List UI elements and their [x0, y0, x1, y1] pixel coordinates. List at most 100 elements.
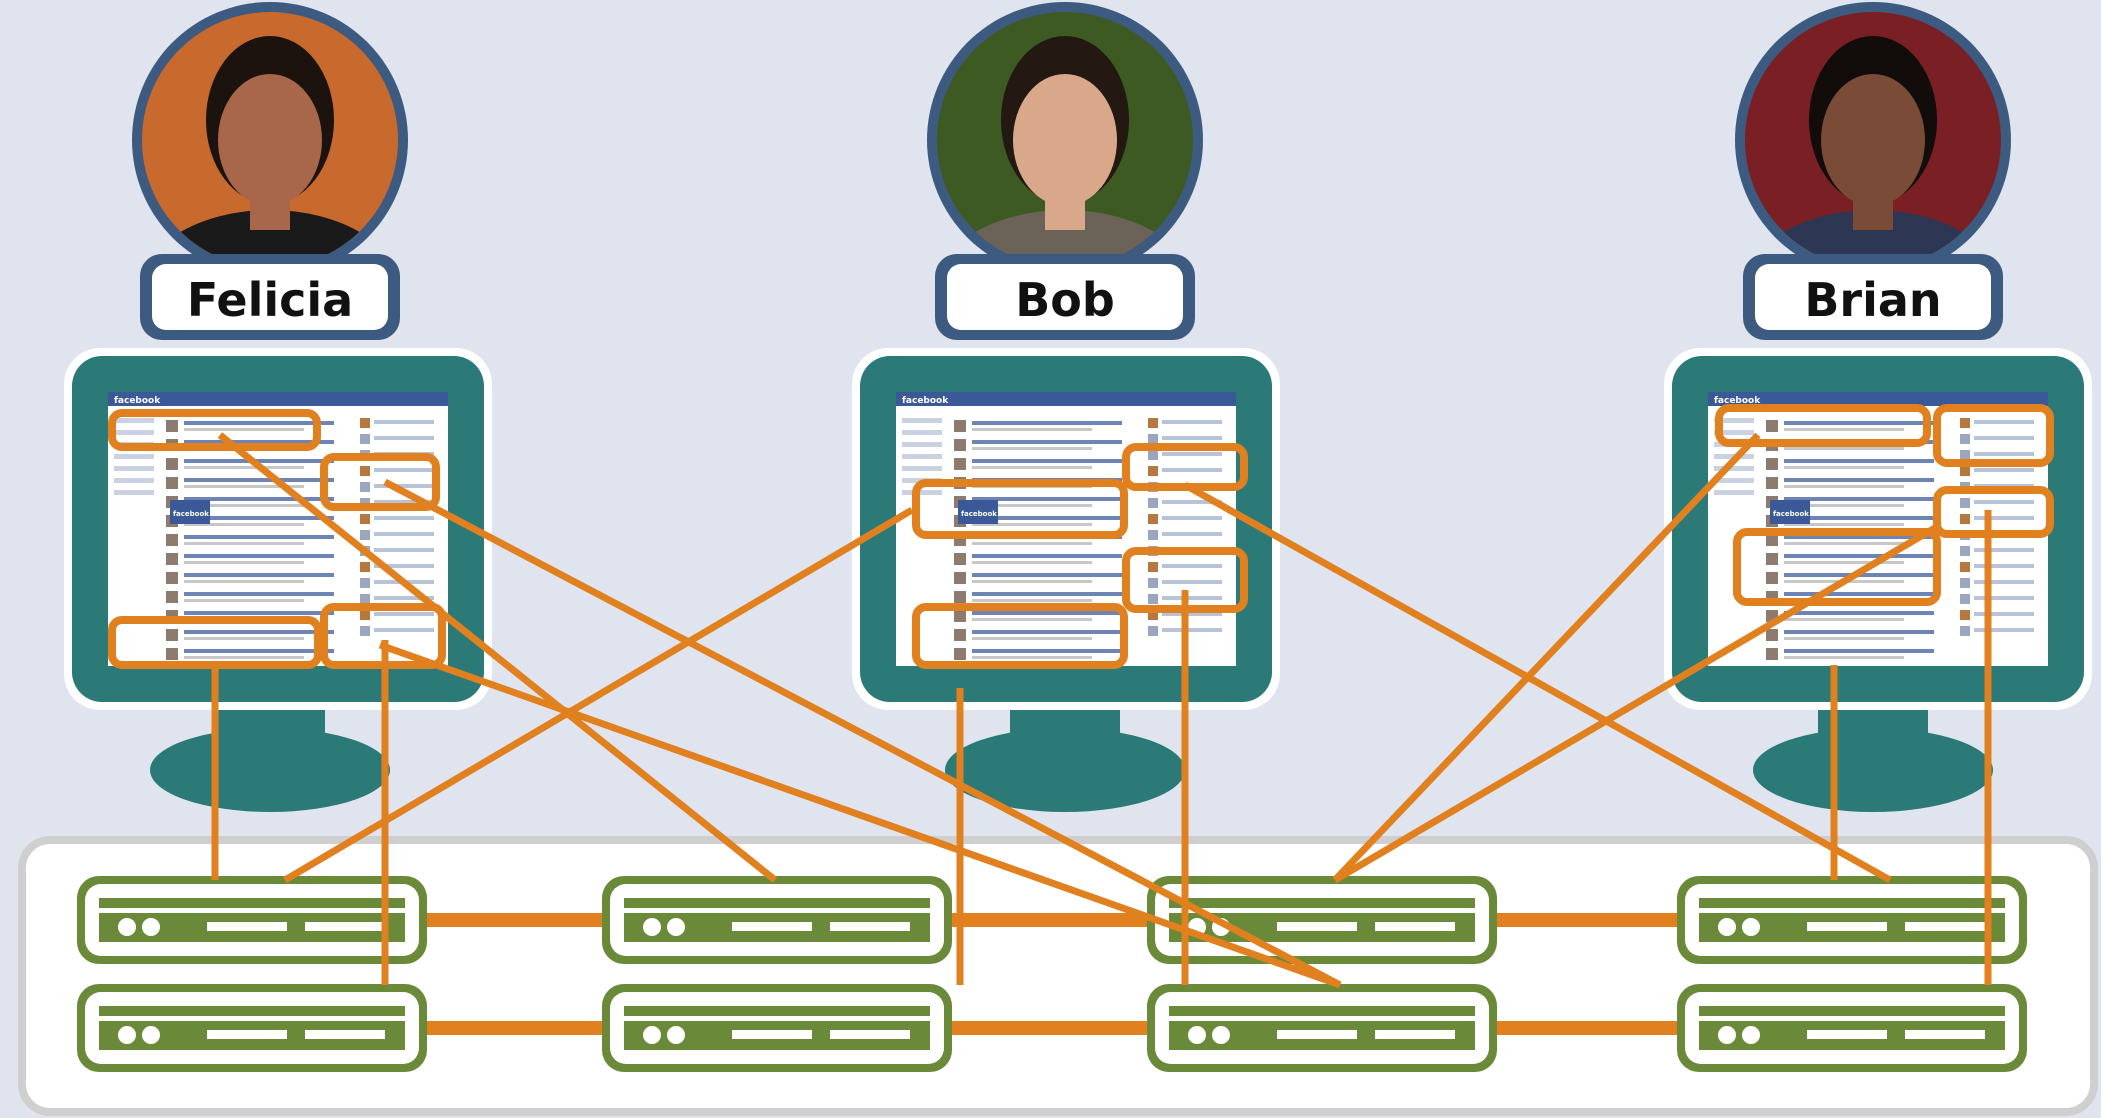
feed-line: [1784, 637, 1904, 640]
nav-item: [902, 430, 942, 435]
feed-avatar: [166, 553, 178, 565]
feed-line: [1784, 656, 1904, 659]
sidebar-line: [1974, 468, 2034, 472]
fb-logo: facebook: [1714, 396, 1761, 406]
sidebar-line: [374, 596, 434, 600]
server-led: [1212, 1026, 1230, 1044]
avatar-shirt: [142, 210, 398, 268]
monitor-base: [150, 728, 390, 812]
server-panel: [1169, 1006, 1475, 1050]
fb-top-bar: [896, 392, 1236, 406]
server-slot: [732, 1030, 812, 1039]
feed-line: [184, 592, 334, 596]
server-led: [1718, 1026, 1736, 1044]
nav-item: [902, 418, 942, 423]
feed-avatar: [1766, 458, 1778, 470]
fb-top-bar: [1708, 392, 2048, 406]
sidebar-thumb: [360, 466, 370, 476]
sidebar-line: [374, 564, 434, 568]
server-led: [142, 918, 160, 936]
nav-item: [114, 418, 154, 423]
user-avatars: [132, 2, 2011, 278]
monitor-neck: [1010, 700, 1120, 766]
feed-line: [184, 421, 334, 425]
server-stripe: [1169, 908, 1475, 913]
feed-line: [972, 561, 1092, 564]
feed-line: [972, 459, 1122, 463]
server-led: [1718, 918, 1736, 936]
highlight-boxes: [108, 404, 2054, 669]
server-stripe: [99, 1016, 405, 1021]
feed-line: [972, 516, 1122, 520]
feed-line: [184, 611, 334, 615]
server-slot: [1277, 922, 1357, 931]
feed-line: [184, 516, 334, 520]
feed-line: [1784, 485, 1904, 488]
sidebar-thumb: [1960, 610, 1970, 620]
sidebar-thumb: [1148, 498, 1158, 508]
feed-avatar: [1766, 572, 1778, 584]
avatar-shirt: [937, 210, 1193, 268]
connection-line: [217, 432, 778, 883]
feed-line: [1784, 592, 1934, 596]
connection-line: [383, 478, 1342, 989]
nav-item: [114, 490, 154, 495]
feed-avatar: [954, 458, 966, 470]
sidebar-line: [1974, 420, 2034, 424]
feed-line: [184, 542, 304, 545]
server-slot: [207, 922, 287, 931]
sidebar-thumb: [360, 434, 370, 444]
feed-avatar: [166, 420, 178, 432]
sidebar-thumb: [1960, 466, 1970, 476]
feed-line: [972, 421, 1122, 425]
fb-ad-label: facebook: [961, 510, 997, 518]
feed-line: [972, 580, 1092, 583]
sidebar-thumb: [1148, 514, 1158, 524]
monitor-neck: [215, 700, 325, 766]
feed-avatar: [954, 648, 966, 660]
server-panel: [1699, 898, 2005, 942]
sidebar-line: [1162, 564, 1222, 568]
connection-line: [1333, 521, 1942, 884]
nav-item: [902, 454, 942, 459]
sidebar-line: [374, 436, 434, 440]
server-stripe: [624, 908, 930, 913]
feed-line: [184, 580, 304, 583]
sidebar-line: [1974, 452, 2034, 456]
fb-ad: [1770, 500, 1810, 524]
monitor-base: [1753, 728, 1993, 812]
feed-line: [1784, 478, 1934, 482]
sidebar-line: [1974, 564, 2034, 568]
sidebar-thumb: [1960, 562, 1970, 572]
sidebar-thumb: [1148, 562, 1158, 572]
highlight-box: [1122, 443, 1248, 491]
feed-line: [1784, 447, 1904, 450]
server-panel: [624, 1006, 930, 1050]
server-led: [1742, 918, 1760, 936]
sidebar-thumb: [1960, 418, 1970, 428]
server-led: [1188, 1026, 1206, 1044]
nav-item: [1714, 466, 1754, 471]
highlight-box: [912, 603, 1128, 669]
servers: [77, 876, 2027, 1072]
feed-line: [972, 573, 1122, 577]
sidebar-line: [374, 548, 434, 552]
highlight-box: [108, 409, 321, 451]
avatar-face: [1821, 74, 1925, 206]
server-led: [643, 1026, 661, 1044]
sidebar-thumb: [1960, 434, 1970, 444]
sidebar-line: [374, 484, 434, 488]
sidebar-line: [374, 468, 434, 472]
sidebar-line: [1974, 548, 2034, 552]
server-panel: [624, 898, 930, 942]
server-slot: [207, 1030, 287, 1039]
feed-line: [184, 504, 304, 507]
sidebar-line: [1162, 468, 1222, 472]
sidebar-thumb: [1148, 466, 1158, 476]
fb-top-bar: [108, 392, 448, 406]
server-stripe: [624, 1016, 930, 1021]
feed-line: [972, 542, 1092, 545]
name-label-box: [1755, 264, 1991, 330]
feed-line: [1784, 561, 1904, 564]
